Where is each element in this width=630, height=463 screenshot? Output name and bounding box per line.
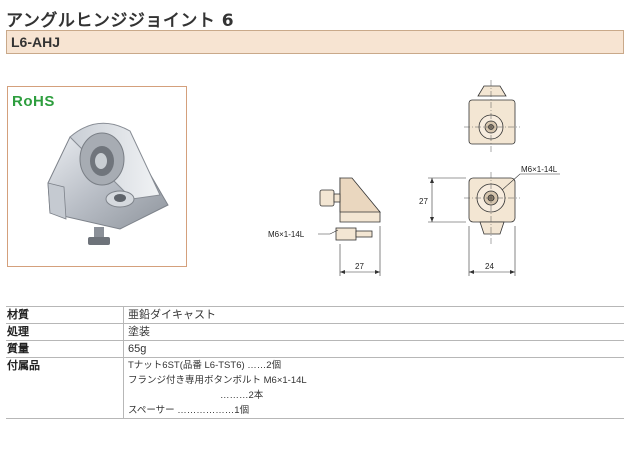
spec-row-finish: 処理 塗装 [6,323,624,341]
spec-label: 質量 [6,340,124,358]
front-thread-label: M6×1-14L [521,165,558,174]
product-photo [47,122,169,245]
page-title: アングルヒンジジョイント 6 [6,11,235,31]
spec-value: 亜鉛ダイキャスト [123,306,624,324]
accessory-line: スペーサー ………………1個 [128,405,250,416]
spec-row-weight: 質量 65g [6,340,624,358]
product-code: L6-AHJ [11,34,61,50]
accessory-line: Tナット6ST(品番 L6-TST6) ……2個 [128,360,282,371]
product-code-bar: L6-AHJ [6,30,624,54]
spec-row-accessories: 付属品 Tナット6ST(品番 L6-TST6) ……2個 フランジ付き専用ボタン… [6,357,624,419]
product-photo-frame: RoHS [7,86,187,267]
spec-label: 処理 [6,323,124,341]
rohs-text: RoHS [12,93,55,110]
front-view-bottom [468,177,516,235]
spec-table: 材質 亜鉛ダイキャスト 処理 塗装 質量 65g 付属品 Tナット6ST(品番 … [6,306,624,419]
spec-label: 材質 [6,306,124,324]
spec-value-accessories: Tナット6ST(品番 L6-TST6) ……2個 フランジ付き専用ボタンボルト … [123,357,624,419]
side-width-label: 27 [355,262,364,271]
front-width-label: 24 [485,262,494,271]
front-view-top [468,85,516,145]
spec-value: 65g [123,340,624,358]
accessory-line: ………2本 [220,390,264,401]
spec-label: 付属品 [6,357,124,419]
spec-value: 塗装 [123,323,624,341]
accessory-line: フランジ付き専用ボタンボルト M6×1-14L [128,375,307,386]
side-view [319,177,381,241]
technical-drawing: M6×1-14L 27 M6×1-14L 27 24 [268,80,560,276]
front-height-label: 27 [419,197,428,206]
spec-row-material: 材質 亜鉛ダイキャスト [6,306,624,324]
side-thread-label: M6×1-14L [268,230,305,239]
rohs-badge: RoHS [12,93,55,110]
